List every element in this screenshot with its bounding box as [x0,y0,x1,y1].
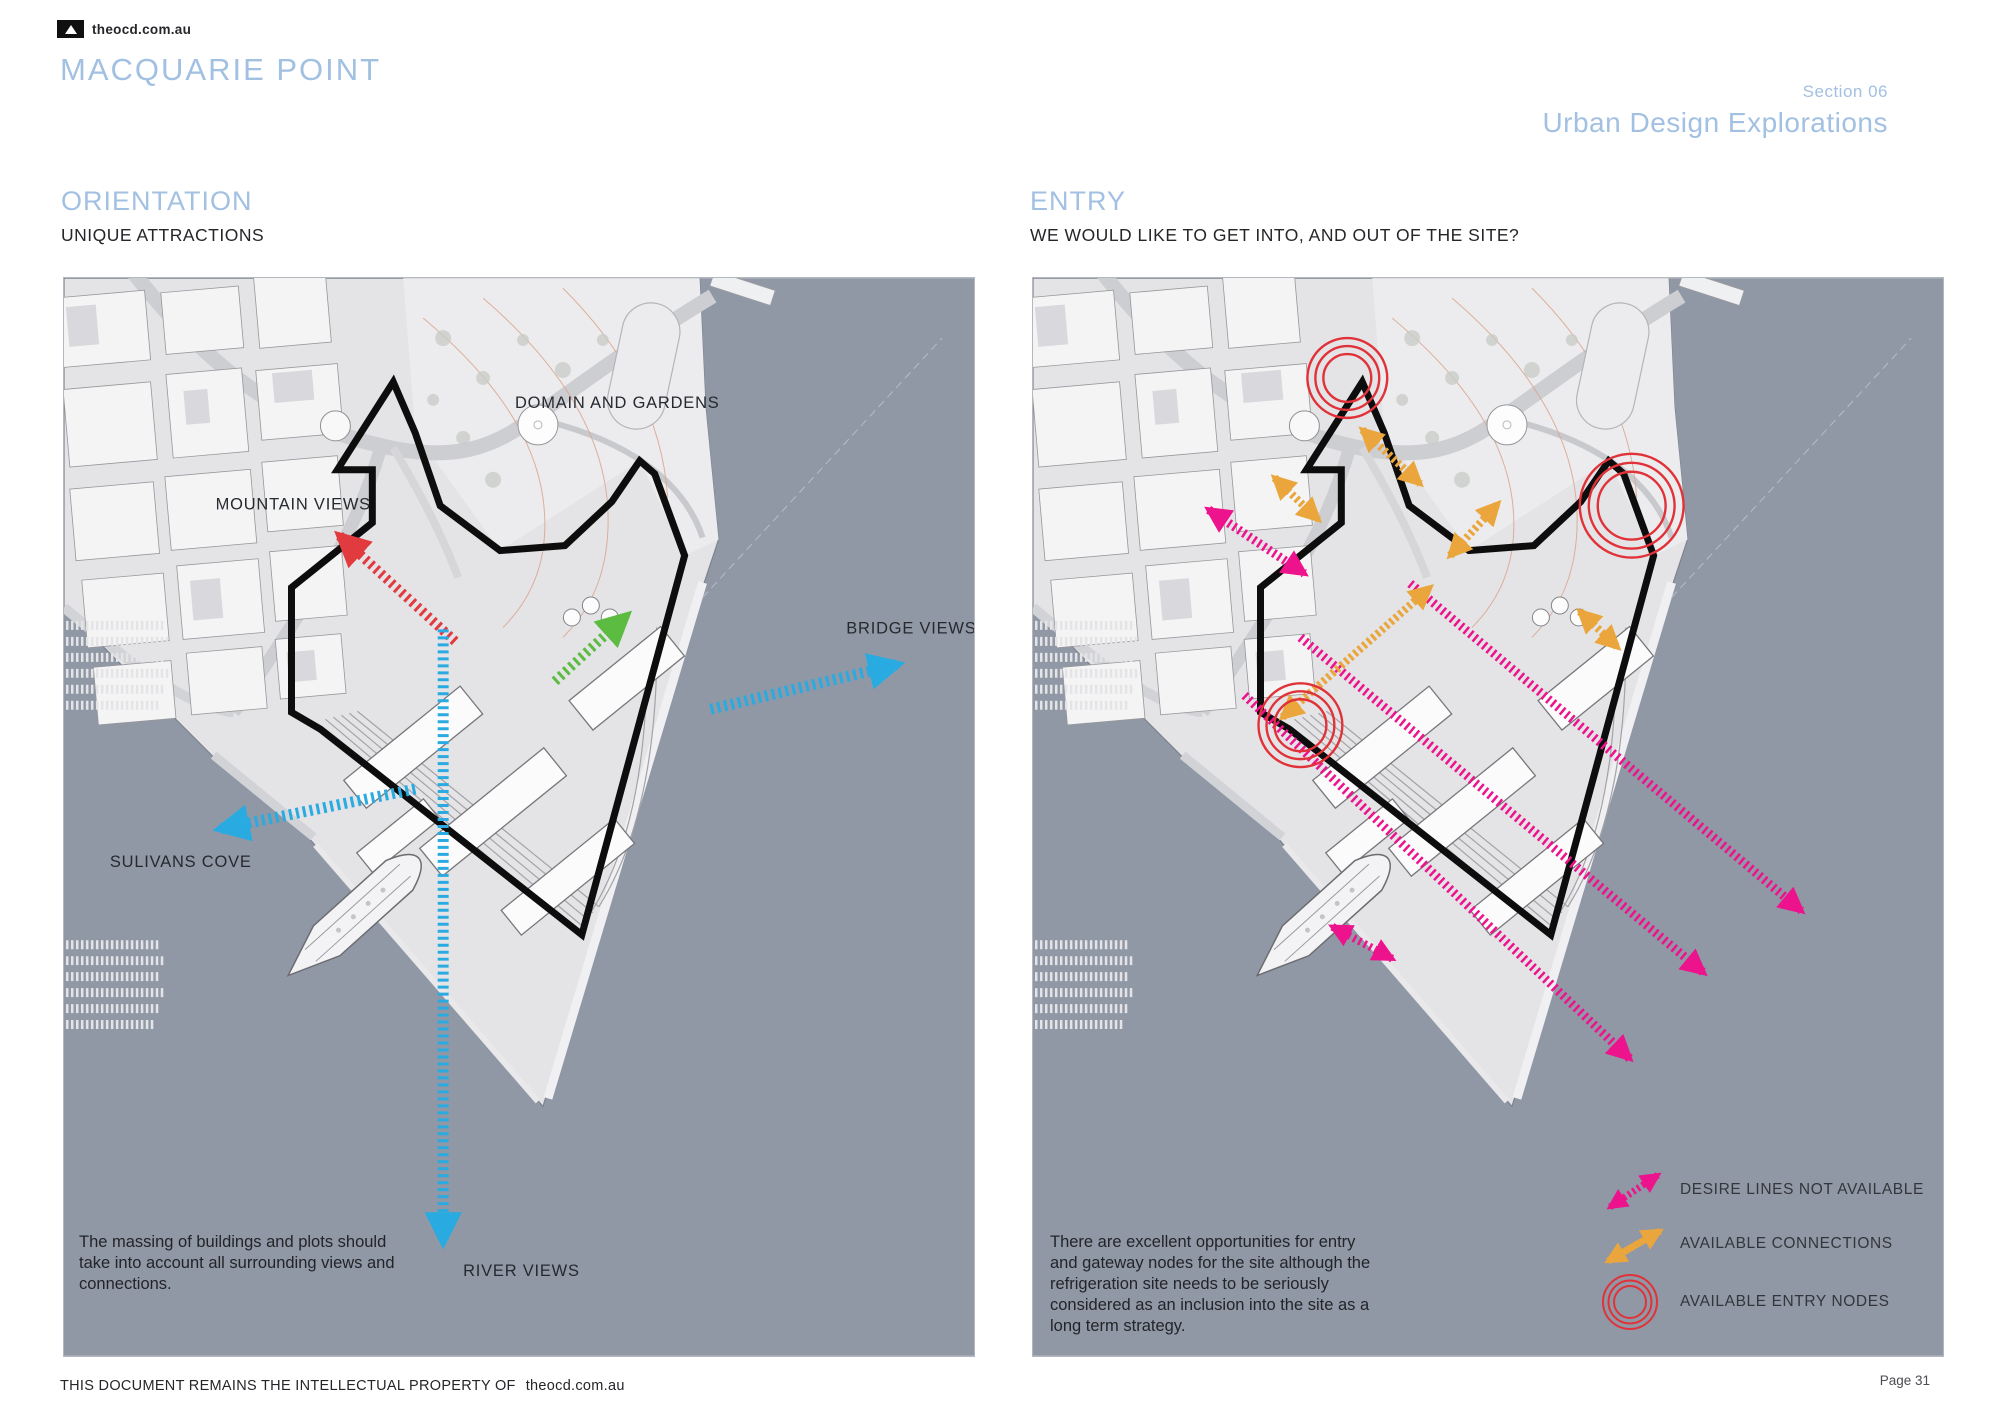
entry-legend: DESIRE LINES NOT AVAILABLE AVAILABLE CON… [1588,1163,1940,1333]
legend-label: DESIRE LINES NOT AVAILABLE [1680,1181,1924,1198]
orientation-map: MOUNTAIN VIEWS DOMAIN AND GARDENS BRIDGE… [63,277,975,1357]
available-connections [1270,426,1622,721]
entry-nodes [1257,336,1685,769]
entry-map [1032,277,1944,1357]
page-title: MACQUARIE POINT [60,52,382,87]
footer-brand: theocd.com.au [525,1378,625,1394]
label-mountain-views: MOUNTAIN VIEWS [216,496,371,514]
entry-map-panel: There are excellent opportunities for en… [1032,277,1944,1357]
page-number: Page 31 [1879,1373,1930,1388]
mountain-views-arrow [334,530,459,646]
connection-arrow-icon [1604,1227,1664,1265]
legend-label: AVAILABLE ENTRY NODES [1680,1293,1890,1310]
entry-caption: There are excellent opportunities for en… [1050,1233,1371,1336]
orientation-caption: The massing of buildings and plots shoul… [79,1233,395,1294]
triangle-logo-icon [64,24,77,34]
brand-logo-text: theocd.com.au [92,22,192,37]
bridge-views-arrow [709,653,906,715]
entry-node-icon [1602,1274,1658,1330]
label-bridge-views: BRIDGE VIEWS [846,619,975,637]
legend-item-entry-nodes: AVAILABLE ENTRY NODES [1588,1271,1940,1333]
brand-logo [57,20,84,38]
header-section-block: Section 06 Urban Design Explorations [1542,82,1888,139]
label-sulivans-cove: SULIVANS COVE [110,853,252,871]
desire-lines [1204,505,1806,1063]
footer-text: THIS DOCUMENT REMAINS THE INTELLECTUAL P… [60,1378,516,1394]
entry-subheading: WE WOULD LIKE TO GET INTO, AND OUT OF TH… [1030,225,1520,245]
domain-gardens-arrow [551,610,633,685]
entry-heading-block: ENTRY WE WOULD LIKE TO GET INTO, AND OUT… [1030,186,1519,246]
orientation-heading-block: ORIENTATION UNIQUE ATTRACTIONS [61,186,264,246]
orientation-heading: ORIENTATION [61,186,253,216]
section-subtitle: Urban Design Explorations [1542,107,1888,138]
orientation-subheading: UNIQUE ATTRACTIONS [61,225,265,245]
footer-copyright: THIS DOCUMENT REMAINS THE INTELLECTUAL P… [60,1378,625,1394]
sulivans-cove-arrow [212,783,417,842]
orientation-map-panel: MOUNTAIN VIEWS DOMAIN AND GARDENS BRIDGE… [63,277,975,1357]
label-domain-gardens: DOMAIN AND GARDENS [515,394,720,412]
section-label: Section 06 [1802,82,1888,101]
legend-label: AVAILABLE CONNECTIONS [1680,1235,1893,1252]
legend-item-available-connections: AVAILABLE CONNECTIONS [1588,1217,1940,1271]
view-arrows [212,530,906,1250]
label-river-views: RIVER VIEWS [463,1262,580,1280]
legend-item-desire-lines: DESIRE LINES NOT AVAILABLE [1588,1163,1940,1217]
desire-line-icon [1606,1172,1662,1210]
entry-heading: ENTRY [1030,186,1127,216]
